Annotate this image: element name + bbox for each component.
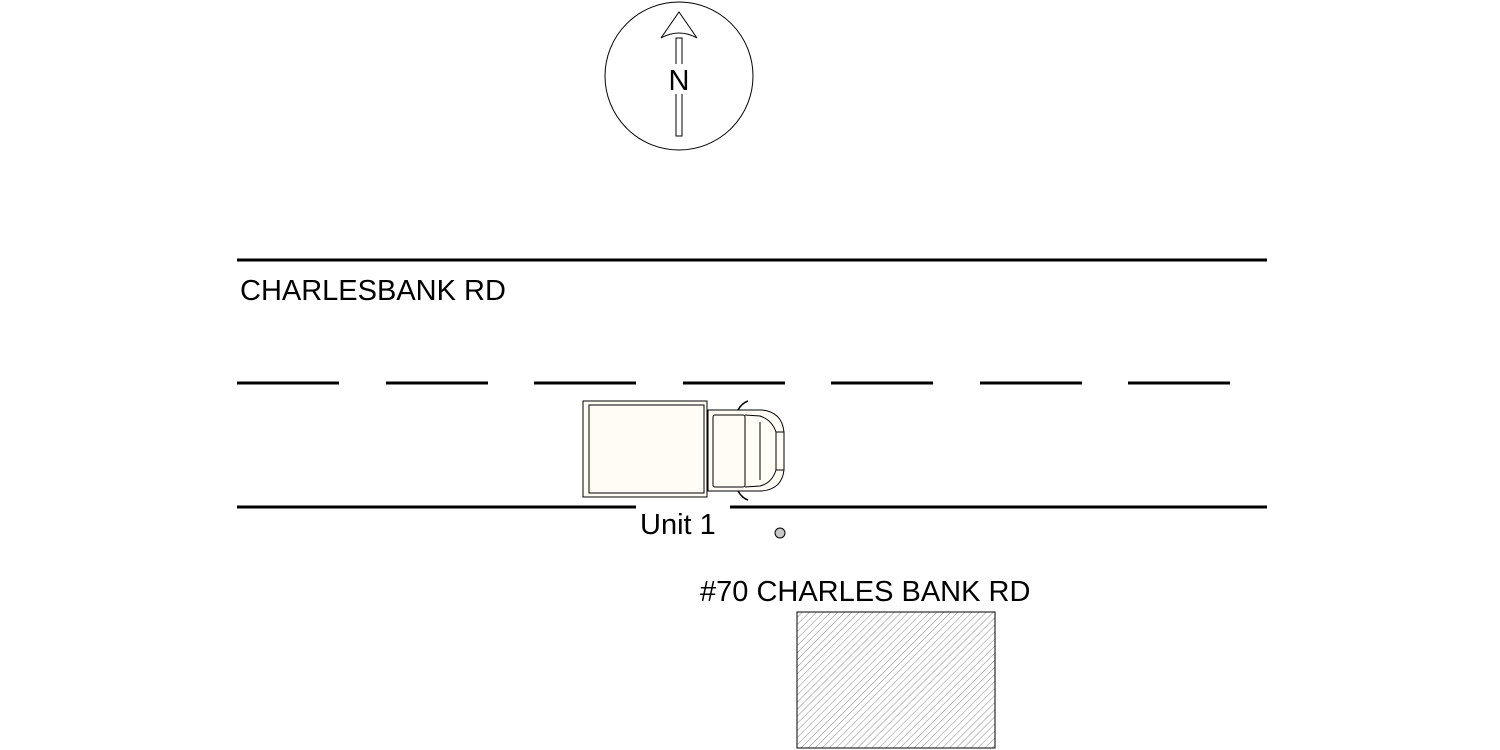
north-compass: N (604, 1, 754, 151)
north-arrow-icon (660, 11, 698, 137)
box-truck-icon (582, 400, 785, 501)
point-marker (774, 527, 786, 539)
building-icon (796, 611, 996, 749)
vehicle-label: Unit 1 (640, 509, 716, 541)
address-label: #70 CHARLES BANK RD (700, 576, 1030, 608)
compass-label: N (669, 65, 690, 97)
road: CHARLESBANK RD (237, 258, 1267, 509)
road-name-label: CHARLESBANK RD (240, 275, 506, 307)
